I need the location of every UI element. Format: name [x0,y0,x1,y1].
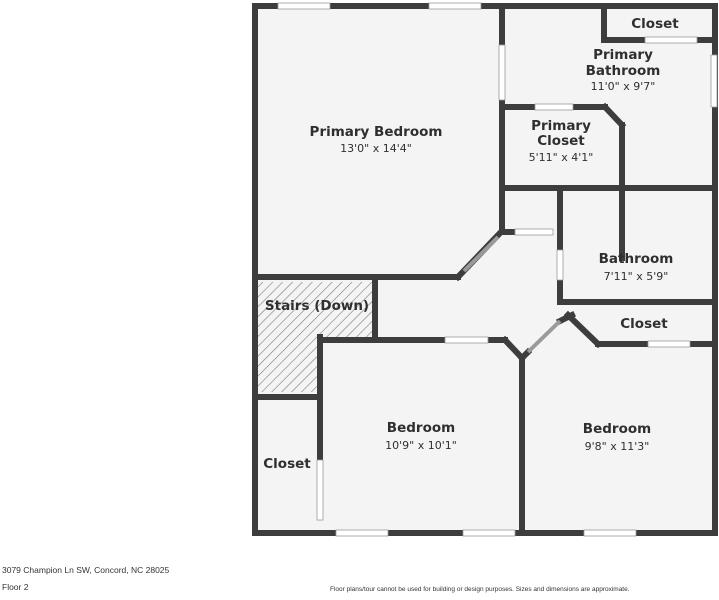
room-name-bathroom: Bathroom [599,251,674,267]
room-dim-bathroom: 7'11" x 5'9" [604,270,669,283]
room-name-primary-bathroom-line1: Primary [593,47,653,63]
room-name-primary-closet-line2: Closet [537,133,585,149]
room-dim-primary-closet: 5'11" x 4'1" [529,151,594,164]
floor-area [255,6,715,534]
floor-label: Floor 2 [2,582,29,592]
property-address: 3079 Champion Ln SW, Concord, NC 28025 [2,565,170,575]
room-name-stairs: Stairs (Down) [265,298,369,314]
disclaimer: Floor plans/tour cannot be used for buil… [330,586,630,593]
walls [252,3,718,536]
room-name-closet-bedroom-3: Closet [620,316,668,332]
room-name-primary-closet-line1: Primary [531,118,591,134]
room-name-bedroom-2: Bedroom [387,420,455,436]
room-name-closet-primary-bath: Closet [631,16,679,32]
windows [277,2,718,537]
room-dim-primary-bedroom: 13'0" x 14'4" [340,142,412,155]
room-dim-bedroom-3: 9'8" x 11'3" [585,440,650,453]
room-dim-primary-bathroom: 11'0" x 9'7" [591,80,656,93]
room-name-primary-bedroom: Primary Bedroom [310,124,443,140]
room-name-primary-bathroom-line2: Bathroom [586,63,661,79]
bedroom-door-opening [526,319,562,354]
room-dim-bedroom-2: 10'9" x 10'1" [385,439,457,452]
room-name-closet-left: Closet [263,456,311,472]
stairs-hatch [258,282,375,392]
hall-door-opening [462,235,500,273]
room-name-bedroom-3: Bedroom [583,421,651,437]
